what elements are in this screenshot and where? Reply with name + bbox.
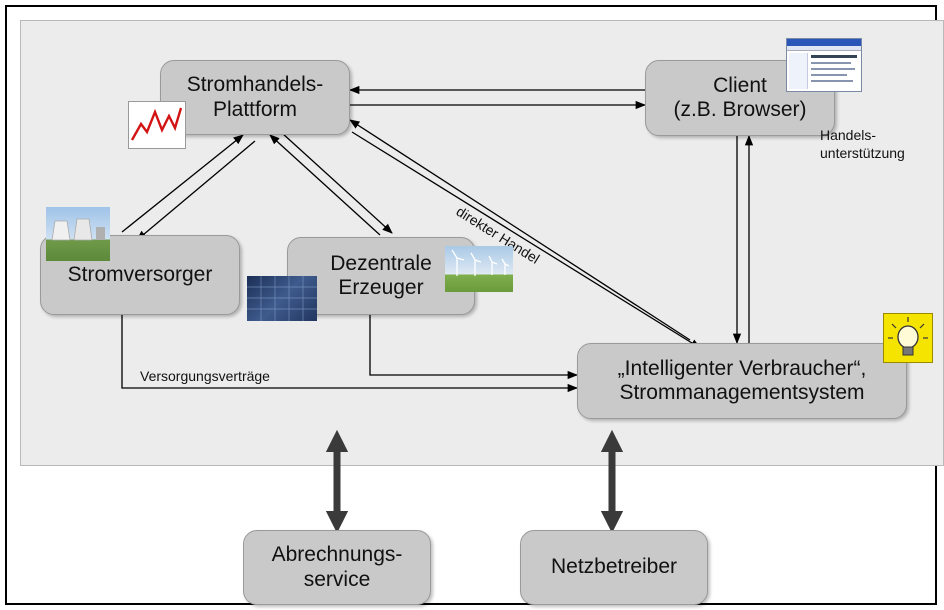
arrow-erzeuger-to-verbraucher: [369, 315, 579, 380]
arrow-erzeuger-to-plattform: [269, 134, 381, 236]
arrow-versorger-to-verbraucher: [121, 315, 579, 393]
node-intelligenter-verbraucher: „Intelligenter Verbraucher“, Strommanage…: [577, 343, 907, 419]
arrow-plattform-to-erzeuger: [281, 132, 393, 234]
power-plant-icon: [46, 207, 110, 261]
bulb-graphic: [888, 317, 928, 356]
turbines-graphic: [451, 249, 510, 276]
arrow-plattform-to-verbraucher: [351, 131, 701, 349]
node-abrechnungsservice: Abrechnungs- service: [243, 530, 431, 605]
price-chart-graphic: [130, 107, 183, 141]
node-dezentrale-erzeuger: Dezentrale Erzeuger: [287, 237, 475, 315]
label-handelsunterstuetzung: Handels- unterstützung: [820, 127, 905, 161]
price-chart-icon: [128, 101, 186, 149]
cooling-towers-graphic: [51, 218, 105, 241]
label-versorgungsvertraege: Versorgungsverträge: [140, 368, 270, 384]
arrow-versorger-to-plattform: [121, 134, 244, 233]
lightbulb-icon: [883, 313, 933, 363]
browser-window-icon: [786, 38, 862, 92]
wind-turbine-icon: [445, 246, 513, 292]
solar-grid-graphic: [247, 276, 317, 321]
node-netzbetreiber: Netzbetreiber: [520, 530, 708, 605]
solar-panel-icon: [247, 276, 317, 321]
node-stromhandels-plattform: Stromhandels- Plattform: [160, 60, 350, 135]
arrow-verbraucher-to-plattform: [349, 119, 691, 341]
arrow-plattform-to-versorger: [136, 140, 256, 241]
